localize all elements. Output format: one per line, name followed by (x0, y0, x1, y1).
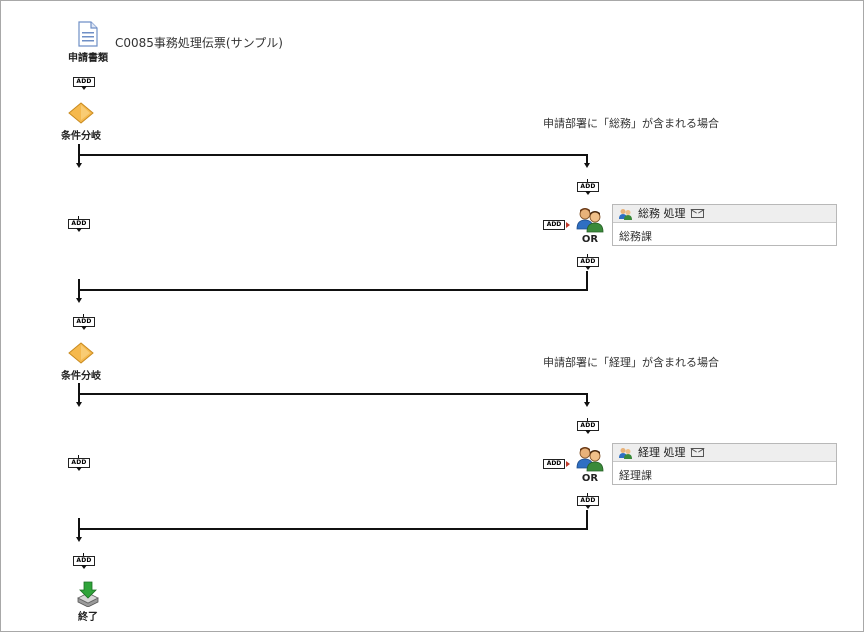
add-button[interactable]: ADD (73, 314, 95, 330)
approval-panel-title[interactable]: 総務 処理 (638, 207, 686, 220)
add-button[interactable]: ADD (543, 459, 571, 471)
condition-diamond-icon[interactable] (68, 102, 94, 124)
flow-arrow (584, 163, 590, 168)
document-title[interactable]: C0085事務処理伝票(サンプル) (115, 36, 283, 50)
flow-arrow (76, 298, 82, 303)
approval-type-label: OR (581, 234, 599, 245)
approval-panel[interactable]: 総務 処理 総務課 (612, 204, 837, 246)
user-group-icon[interactable] (576, 207, 604, 233)
add-button[interactable]: ADD (543, 220, 571, 232)
condition-node-label: 条件分岐 (61, 371, 101, 382)
approval-panel[interactable]: 経理 処理 経理課 (612, 443, 837, 485)
flow-line (586, 510, 588, 529)
flow-line (586, 393, 588, 403)
end-label: 終了 (78, 612, 98, 623)
flow-line (586, 154, 588, 164)
add-button[interactable]: ADD (73, 553, 95, 569)
user-group-icon[interactable] (576, 446, 604, 472)
branch-condition-text[interactable]: 申請部署に「総務」が含まれる場合 (543, 117, 719, 130)
add-button[interactable]: ADD (68, 455, 90, 471)
user-group-icon (619, 208, 632, 220)
mail-icon[interactable] (690, 209, 704, 218)
add-button[interactable]: ADD (577, 493, 599, 509)
add-button[interactable]: ADD (577, 254, 599, 270)
condition-diamond-icon[interactable] (68, 342, 94, 364)
condition-node-label: 条件分岐 (61, 131, 101, 142)
flow-line (586, 271, 588, 290)
approval-type-label: OR (581, 473, 599, 484)
flow-arrow (76, 163, 82, 168)
branch-merge-line (78, 289, 588, 291)
approval-panel-header: 総務 処理 (613, 205, 836, 223)
add-button[interactable]: ADD (577, 179, 599, 195)
user-group-icon (619, 447, 632, 459)
branch-split-line (78, 154, 588, 156)
document-label: 申請書類 (68, 53, 108, 64)
mail-icon[interactable] (690, 448, 704, 457)
add-button[interactable]: ADD (577, 418, 599, 434)
flow-arrow (76, 537, 82, 542)
branch-merge-line (78, 528, 588, 530)
add-button[interactable]: ADD (73, 75, 95, 90)
add-button[interactable]: ADD (68, 216, 90, 232)
document-icon[interactable] (77, 21, 99, 47)
approval-panel-header: 経理 処理 (613, 444, 836, 462)
flow-arrow (76, 402, 82, 407)
flow-arrow (584, 402, 590, 407)
approval-panel-title[interactable]: 経理 処理 (638, 446, 686, 459)
branch-split-line (78, 393, 588, 395)
end-icon[interactable] (75, 581, 101, 608)
branch-condition-text[interactable]: 申請部署に「経理」が含まれる場合 (543, 356, 719, 369)
approval-panel-body: 経理課 (619, 469, 652, 482)
approval-panel-body: 総務課 (619, 230, 652, 243)
